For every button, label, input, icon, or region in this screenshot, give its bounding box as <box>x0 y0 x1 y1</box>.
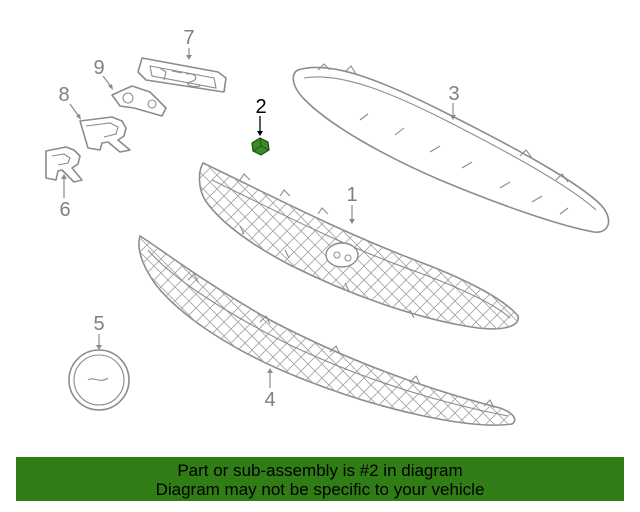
info-banner: Part or sub-assembly is #2 in diagram Di… <box>16 457 624 501</box>
part-5-emblem[interactable] <box>68 349 130 411</box>
part-9-bracket[interactable] <box>111 85 167 117</box>
part-6-r-emblem[interactable] <box>45 146 83 183</box>
banner-line-1: Part or sub-assembly is #2 in diagram <box>177 461 463 480</box>
banner-line-2: Diagram may not be specific to your vehi… <box>155 480 485 499</box>
callout-5: 5 <box>93 313 104 335</box>
callout-9: 9 <box>93 57 104 79</box>
callout-3: 3 <box>448 83 459 105</box>
leader-lines <box>61 48 456 388</box>
callout-8: 8 <box>58 84 69 106</box>
part-7-rs-badge[interactable] <box>137 57 227 93</box>
callout-7: 7 <box>183 27 194 49</box>
part-2-clip[interactable] <box>251 137 270 156</box>
callout-2: 2 <box>255 96 266 118</box>
callout-1: 1 <box>346 184 357 206</box>
part-8-r-emblem[interactable] <box>79 116 131 153</box>
callout-6: 6 <box>59 199 70 221</box>
callout-4: 4 <box>264 389 275 411</box>
part-3-upper-trim[interactable] <box>292 63 610 233</box>
